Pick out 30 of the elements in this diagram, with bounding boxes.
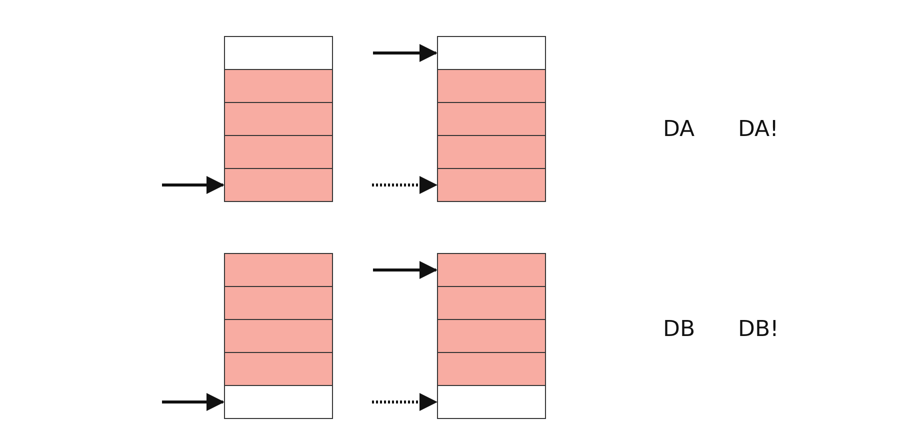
buffer-cell [224,286,333,320]
buffer-cell [224,319,333,353]
buffer-cell [224,69,333,103]
arrow [162,393,224,411]
buffer-cell [437,253,546,287]
buffer-cell [224,168,333,202]
dashed-arrow [372,393,438,411]
buffer-cell [437,385,546,419]
buffer-cell [224,36,333,70]
arrow [162,176,224,194]
arrow [373,44,438,62]
arrow [373,261,438,279]
stack-label: DB [663,317,696,343]
buffer-cell [437,69,546,103]
buffer-cell [224,253,333,287]
buffer-cell [437,135,546,169]
stack-label: DB! [738,317,779,343]
stack-label: DA [663,117,695,143]
buffer-cell [224,352,333,386]
dashed-arrow [372,176,438,194]
buffer-cell [437,319,546,353]
buffer-cell [437,168,546,202]
buffer-cell [437,102,546,136]
buffer-cell [224,102,333,136]
buffer-cell [437,352,546,386]
stack-label: DA! [738,117,778,143]
buffer-cell [224,135,333,169]
buffer-cell [437,286,546,320]
buffer-cell [224,385,333,419]
buffer-cell [437,36,546,70]
